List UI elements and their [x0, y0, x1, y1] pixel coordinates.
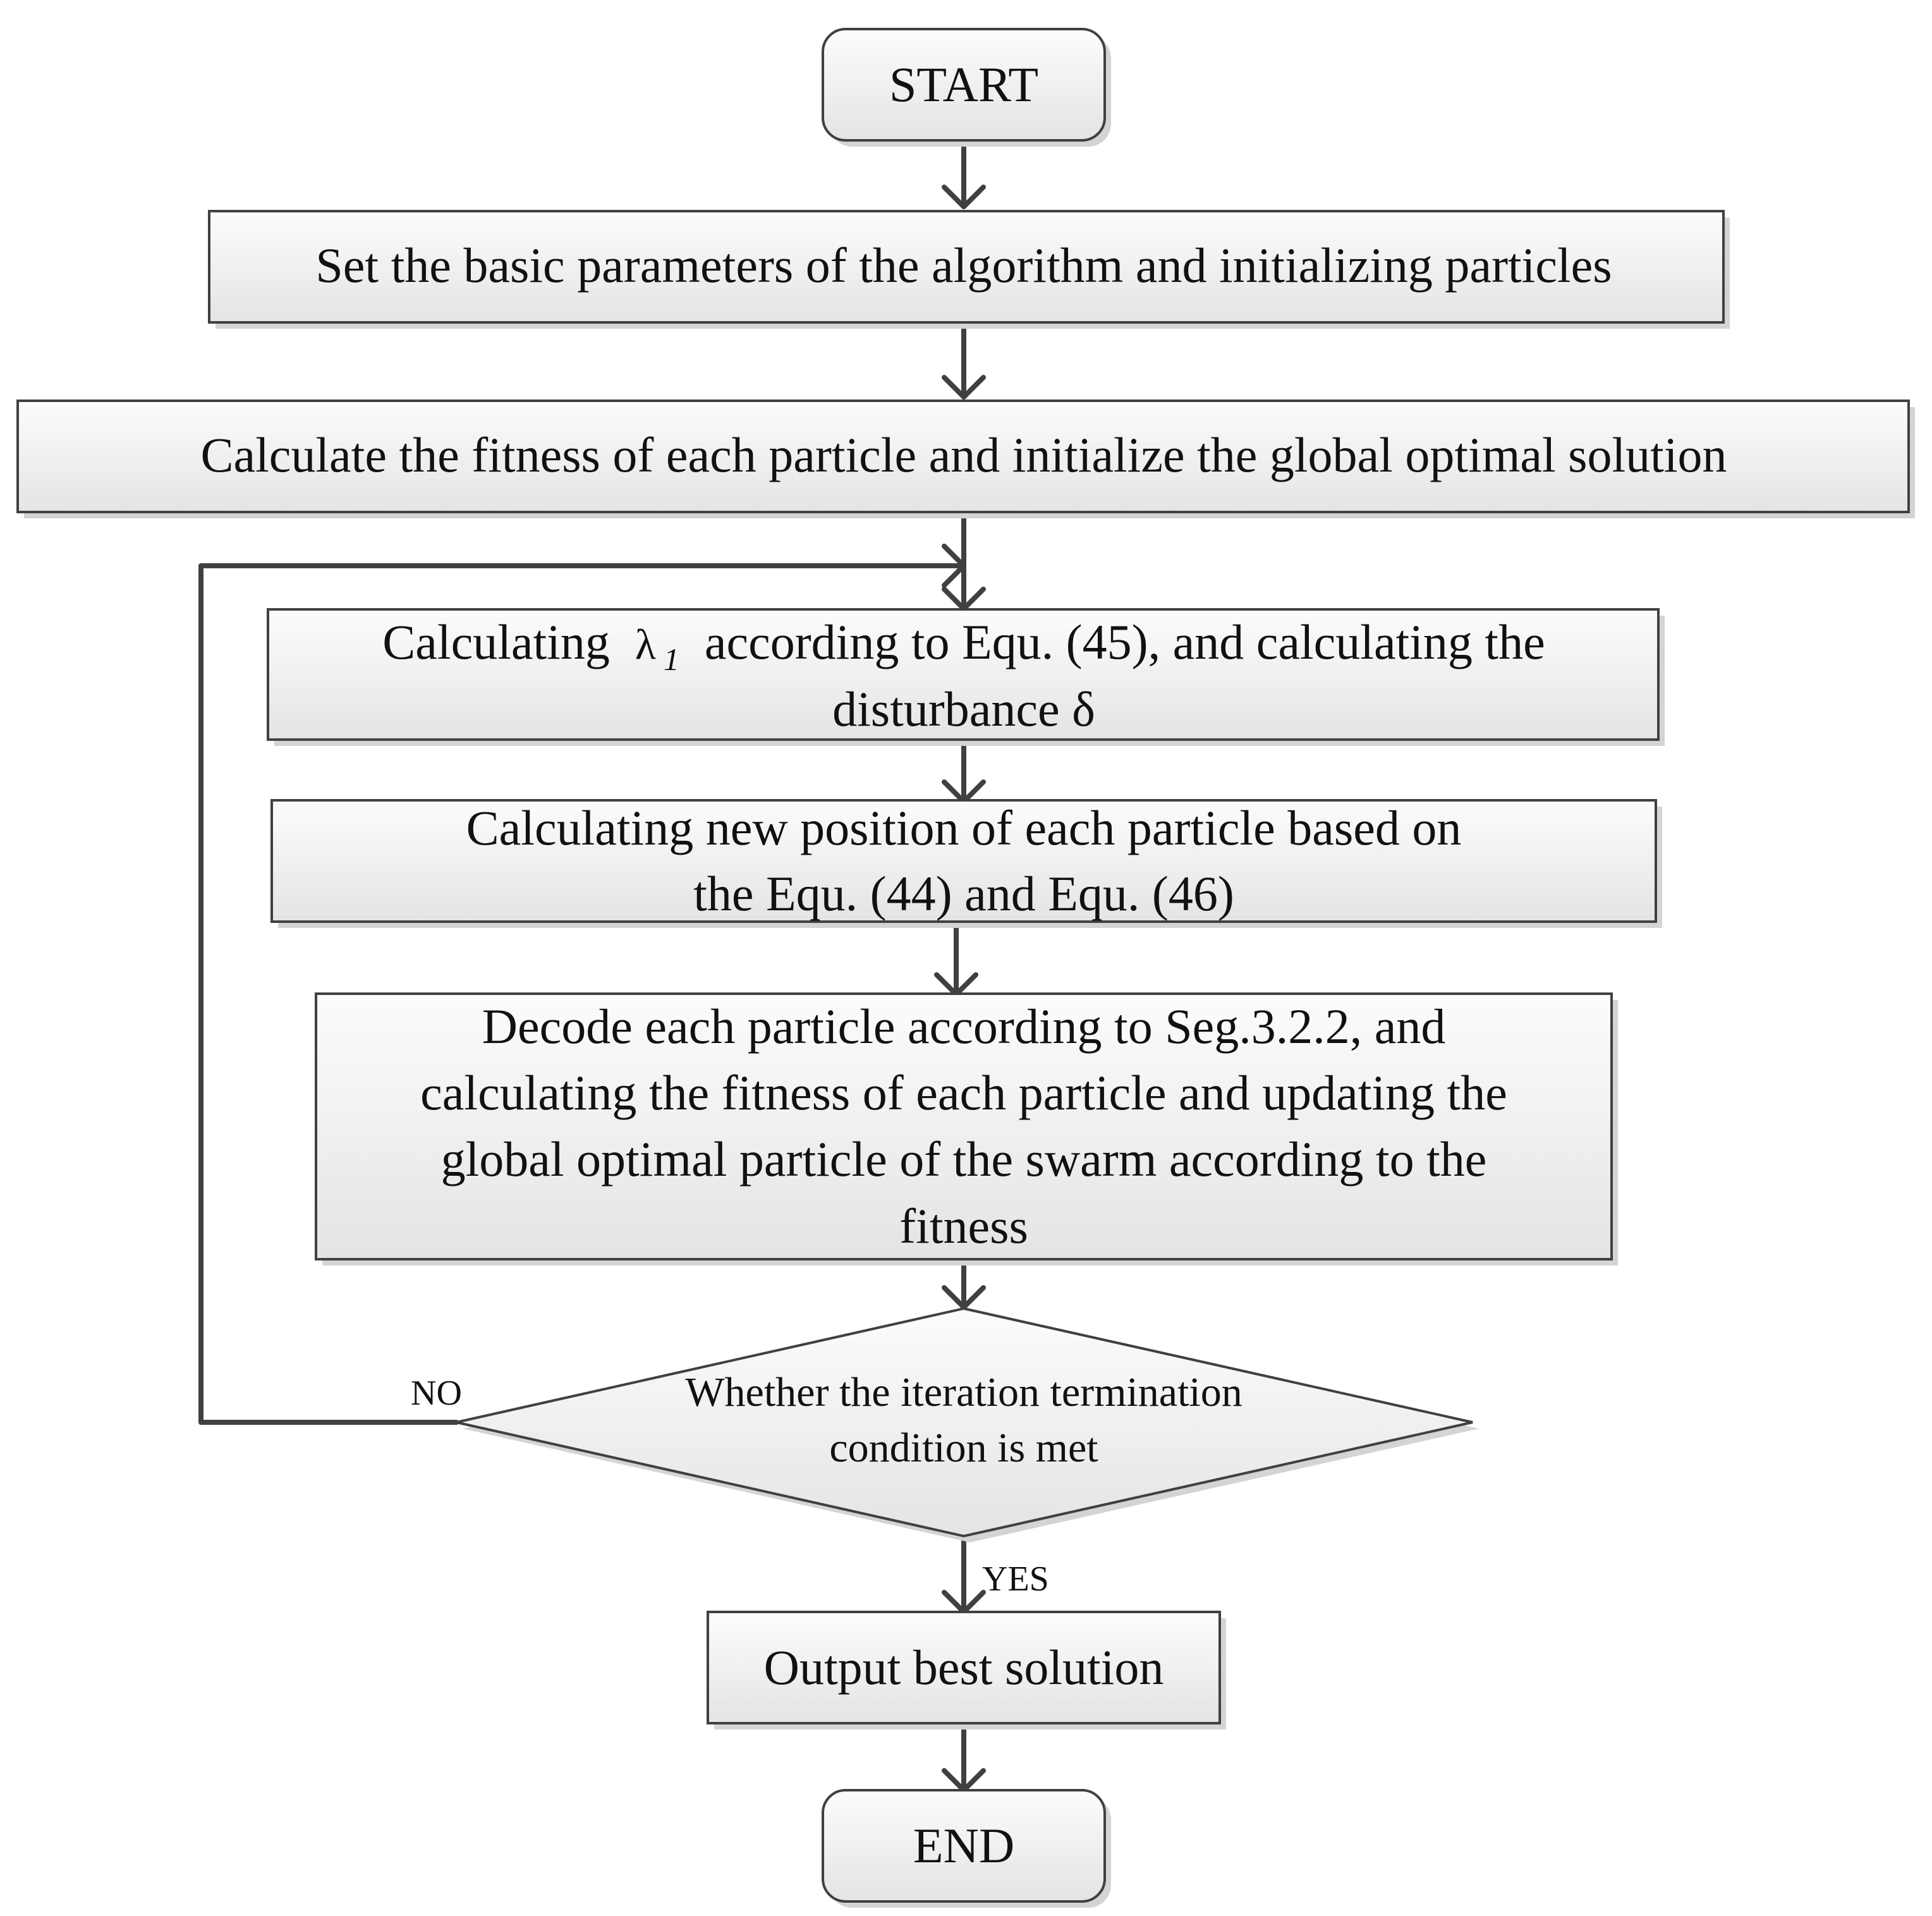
end-node: END	[822, 1789, 1111, 1908]
calc-fitness-label: Calculate the fitness of each particle a…	[200, 427, 1727, 482]
lambda-subscript: 1	[664, 642, 679, 677]
connectors	[198, 142, 986, 1793]
calc-lambda-line2: disturbance δ	[832, 681, 1095, 736]
output-box: Output best solution	[707, 1611, 1226, 1730]
set-params-box: Set the basic parameters of the algorith…	[208, 210, 1730, 329]
calc-lambda-suffix: according to Equ. (45), and calculating …	[705, 614, 1545, 669]
new-position-line1: Calculating new position of each particl…	[466, 800, 1462, 855]
arrowhead-setparams	[942, 185, 986, 209]
decode-line3: global optimal particle of the swarm acc…	[441, 1132, 1487, 1187]
calc-fitness-box: Calculate the fitness of each particle a…	[16, 400, 1915, 518]
end-label: END	[913, 1818, 1014, 1873]
edge-no-loopback	[198, 563, 966, 1425]
decode-line1: Decode each particle according to Seg.3.…	[482, 999, 1446, 1054]
output-label: Output best solution	[764, 1640, 1164, 1695]
start-node: START	[822, 28, 1111, 147]
arrowhead-loopback	[942, 544, 966, 588]
lambda-symbol: λ	[635, 620, 656, 668]
new-position-line2: the Equ. (44) and Equ. (46)	[693, 866, 1234, 921]
decode-line4: fitness	[899, 1199, 1028, 1254]
yes-label: YES	[982, 1559, 1049, 1599]
calc-lambda-prefix: Calculating	[382, 614, 610, 669]
decision-diamond: Whether the iteration termination condit…	[456, 1307, 1479, 1542]
decision-line1: Whether the iteration termination	[685, 1369, 1242, 1415]
new-position-box: Calculating new position of each particl…	[270, 799, 1662, 928]
start-label: START	[889, 57, 1038, 112]
set-params-label: Set the basic parameters of the algorith…	[315, 238, 1612, 293]
decode-box: Decode each particle according to Seg.3.…	[315, 992, 1618, 1266]
decision-line2: condition is met	[829, 1425, 1098, 1471]
no-label: NO	[411, 1374, 462, 1413]
decode-line2: calculating the fitness of each particle…	[420, 1065, 1507, 1120]
arrowhead-calcfitness	[942, 375, 986, 400]
